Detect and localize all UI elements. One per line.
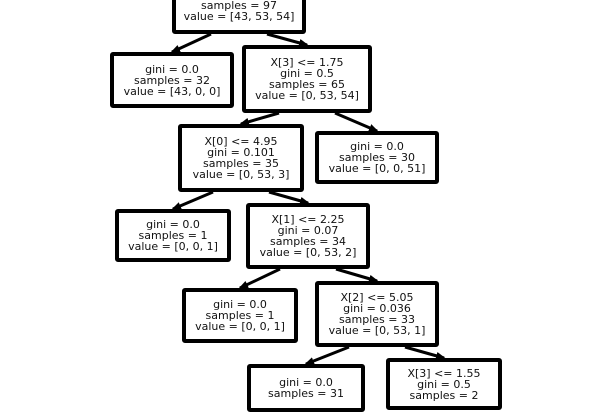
tree-edge-n8-n9 <box>304 345 350 366</box>
tree-edge-root-n2 <box>266 32 309 47</box>
node-text: samples = 1 <box>138 229 208 242</box>
node-text: value = [0, 0, 1] <box>128 240 218 253</box>
node-text: samples = 1 <box>205 309 275 322</box>
node-text: gini = 0.0 <box>279 376 333 389</box>
tree-edge-n8-n10 <box>404 345 446 360</box>
node-text: X[3] <= 1.55 <box>407 366 481 380</box>
tree-edge-n2-n4 <box>334 111 379 133</box>
tree-edge-n3-n5 <box>171 190 214 211</box>
node-text: gini = 0.0 <box>146 218 200 231</box>
node-text: X[2] <= 5.05 <box>340 291 414 304</box>
node-text: gini = 0.07 <box>277 224 339 237</box>
node-text: samples = 97 <box>201 0 277 12</box>
node-text: samples = 30 <box>339 151 415 164</box>
node-text: samples = 35 <box>203 157 279 170</box>
tree-edge-n3-n6 <box>268 190 310 205</box>
node-text: samples = 2 <box>409 388 479 402</box>
node-text: samples = 33 <box>339 313 415 326</box>
node-text: value = [0, 53, 2] <box>259 246 357 259</box>
node-text: value = [0, 53, 1] <box>328 324 426 337</box>
tree-edge-n6-n7 <box>238 267 281 290</box>
node-text: X[0] <= 4.95 <box>204 135 278 148</box>
tree-edges <box>170 32 446 366</box>
node-text: gini = 0.0 <box>213 298 267 311</box>
node-text: value = [43, 0, 0] <box>123 84 221 98</box>
node-text: gini = 0.5 <box>280 67 334 80</box>
node-text: gini = 0.0 <box>145 62 199 76</box>
node-text: samples = 65 <box>269 78 345 91</box>
node-text: gini = 0.036 <box>343 302 411 315</box>
node-text: gini = 0.5 <box>417 377 471 391</box>
tree-edge-root-n1 <box>170 32 212 54</box>
node-text: X[1] <= 2.25 <box>271 213 345 226</box>
node-text: value = [0, 0, 1] <box>195 320 285 333</box>
tree-edge-n6-n8 <box>335 267 379 283</box>
node-text: samples = 31 <box>268 387 344 400</box>
tree-edge-n2-n3 <box>239 111 280 126</box>
node-text: gini = 0.101 <box>207 146 275 159</box>
node-text: value = [0, 53, 3] <box>192 168 290 181</box>
node-text: value = [0, 0, 51] <box>328 162 426 175</box>
node-text: samples = 32 <box>134 73 210 87</box>
node-text: value = [43, 53, 54] <box>183 10 295 23</box>
node-text: gini = 0.0 <box>350 140 404 153</box>
node-text: samples = 34 <box>270 235 346 248</box>
node-text: value = [0, 53, 54] <box>255 89 359 102</box>
node-text: X[3] <= 1.75 <box>270 56 344 69</box>
